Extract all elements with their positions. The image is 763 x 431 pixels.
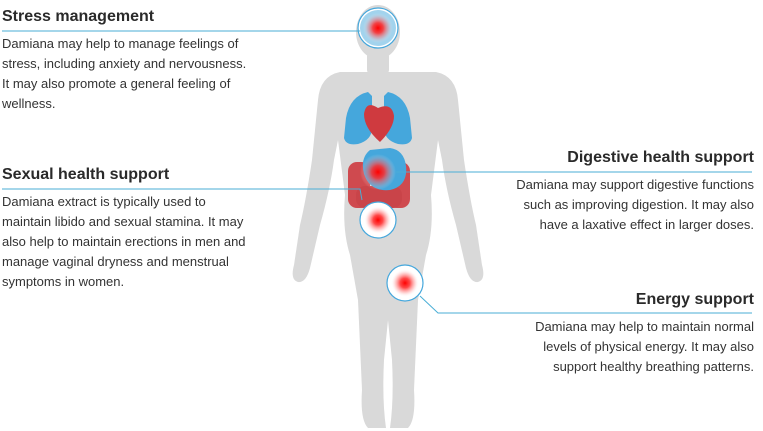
stress-line: stress, including anxiety and nervousnes… — [2, 56, 247, 71]
stress-line: Damiana may help to manage feelings of — [2, 36, 239, 51]
digestive-line: Damiana may support digestive functions — [516, 177, 754, 192]
sexual-line: Damiana extract is typically used to — [2, 194, 206, 209]
stress-callout: Stress management Damiana may help to ma… — [2, 8, 267, 114]
stress-line: wellness. — [2, 96, 56, 111]
sexual-callout: Sexual health support Damiana extract is… — [2, 166, 267, 292]
sexual-title: Sexual health support — [2, 166, 170, 183]
energy-title: Energy support — [635, 291, 754, 308]
stress-line: It may also promote a general feeling of — [2, 76, 231, 91]
stress-description: Damiana may help to manage feelings of s… — [2, 34, 267, 114]
brain-hotspot-icon — [357, 7, 399, 49]
energy-line: Damiana may help to maintain normal — [535, 319, 754, 334]
sexual-line: symptoms in women. — [2, 274, 125, 289]
thigh-hotspot-icon — [386, 264, 424, 302]
energy-line: support healthy breathing patterns. — [553, 359, 754, 374]
stress-title: Stress management — [2, 8, 155, 25]
pelvis-hotspot-icon — [359, 201, 397, 239]
sexual-description: Damiana extract is typically used to mai… — [2, 192, 267, 292]
digestive-title: Digestive health support — [567, 149, 754, 166]
sexual-connector — [2, 188, 363, 201]
stomach-hotspot-icon — [360, 154, 396, 190]
connector-lines — [2, 30, 752, 314]
energy-connector — [419, 295, 752, 314]
energy-callout: Energy support Damiana may help to maint… — [504, 291, 754, 377]
sexual-line: manage vaginal dryness and menstrual — [2, 254, 229, 269]
sexual-line: also help to maintain erections in men a… — [2, 234, 246, 249]
digestive-callout: Digestive health support Damiana may sup… — [484, 149, 754, 235]
digestive-line: such as improving digestion. It may also — [523, 197, 755, 212]
heart-icon — [364, 105, 394, 142]
sexual-line: maintain libido and sexual stamina. It m… — [2, 214, 244, 229]
lungs-icon — [344, 92, 412, 145]
digestive-line: have a laxative effect in larger doses. — [539, 217, 754, 232]
energy-line: levels of physical energy. It may also — [543, 339, 754, 354]
energy-description: Damiana may help to maintain normal leve… — [504, 317, 754, 377]
digestive-description: Damiana may support digestive functions … — [484, 175, 754, 235]
